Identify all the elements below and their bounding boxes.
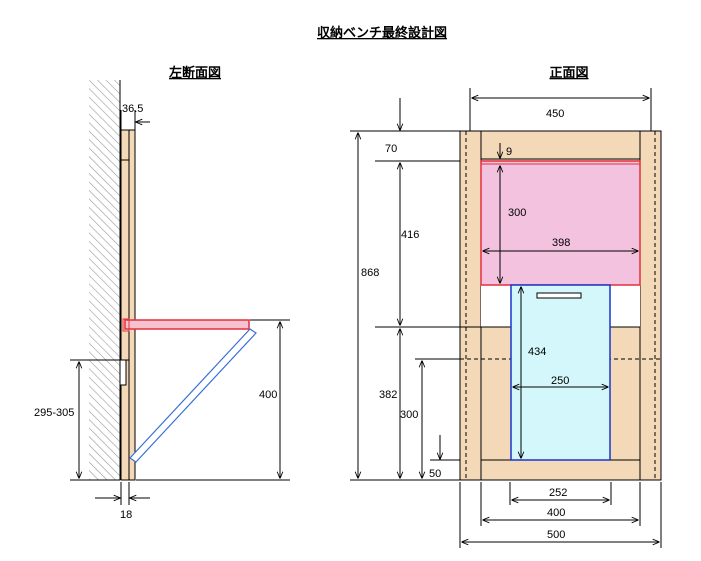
opening-left (481, 285, 511, 327)
front-view: 正面図 450 70 9 (350, 66, 662, 548)
dim-bottom-500: 500 (547, 529, 565, 541)
dim-panel-thickness: 18 (120, 509, 132, 521)
dim-drawer-gap: 9 (506, 146, 512, 158)
dim-total-height: 868 (361, 267, 379, 279)
dim-lower-box-height: 434 (528, 346, 546, 358)
dim-drawer-width: 398 (552, 237, 570, 249)
drawing-title: 収納ベンチ最終設計図 (317, 25, 447, 41)
dim-upper-height: 416 (401, 229, 419, 241)
handle-icon (536, 292, 582, 299)
dim-lower-height: 382 (379, 389, 397, 401)
lower-storage-box (510, 284, 611, 461)
dim-bottom-252: 252 (549, 487, 567, 499)
dim-drawer-height: 300 (508, 207, 526, 219)
seat-hinge (122, 318, 130, 332)
dim-bottom-400: 400 (547, 507, 565, 519)
dim-wall-height: 295-305 (34, 407, 74, 419)
dim-top-thickness: 36.5 (122, 103, 143, 115)
wall-hatch (89, 80, 120, 480)
side-view-title: 左断面図 (169, 65, 221, 81)
back-panel (120, 129, 130, 481)
opening-right (610, 285, 640, 327)
dim-outer-top-width: 450 (546, 108, 564, 120)
dim-top-gap: 70 (385, 143, 397, 155)
dim-seat-height: 400 (259, 389, 277, 401)
side-view: 左断面図 36.5 400 295-305 (34, 65, 290, 521)
upper-drawer (480, 160, 641, 286)
seat-board (124, 319, 250, 330)
dim-base-height: 50 (429, 468, 441, 480)
front-view-title: 正面図 (549, 66, 588, 81)
dim-lower-inner-height: 300 (400, 409, 418, 421)
side-panel (128, 129, 136, 481)
wall-bracket (119, 359, 127, 386)
dim-lower-box-width: 250 (551, 375, 569, 387)
diagonal-brace (129, 328, 257, 463)
